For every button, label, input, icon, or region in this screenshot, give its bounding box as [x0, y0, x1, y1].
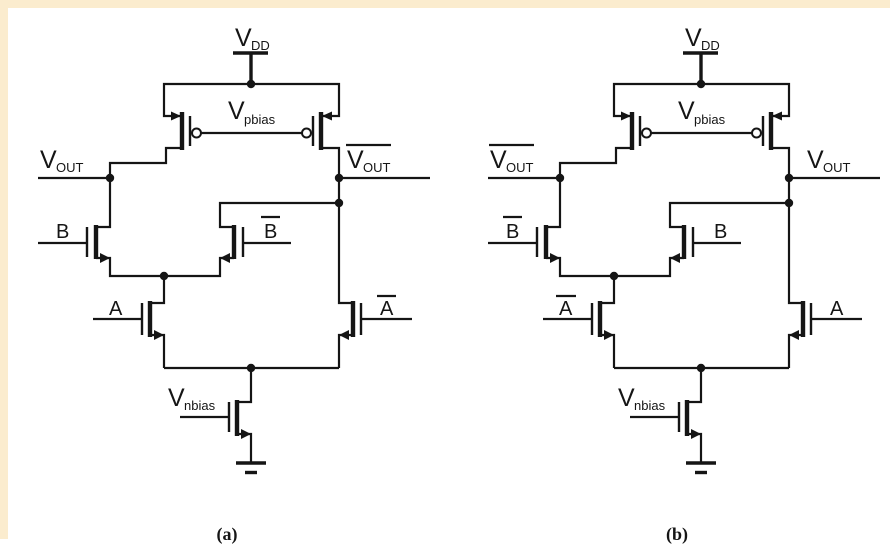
left-output-wire	[488, 146, 632, 229]
junction-dot	[334, 173, 344, 183]
source-arrow	[604, 330, 614, 340]
pmos-bubble	[301, 127, 312, 139]
gate-input-wires	[38, 241, 412, 419]
junction-dot	[246, 79, 256, 89]
nmos-a-left	[140, 301, 164, 340]
pmos-bubble	[641, 127, 652, 139]
label-vdd: V	[235, 24, 252, 52]
label-vnbias-sub: nbias	[184, 398, 216, 413]
label-b-inner: B	[264, 221, 277, 243]
label-vdd-sub: DD	[251, 38, 270, 53]
pmos-bubble	[191, 127, 202, 139]
source-arrow	[339, 330, 349, 340]
tail-drain-wire	[687, 368, 703, 404]
abar-source-wire	[337, 333, 353, 368]
label-b-inner: B	[714, 221, 727, 243]
source-arrow	[670, 253, 680, 263]
source-arrow	[550, 253, 560, 263]
label-a-left: A	[559, 298, 573, 320]
circuit-b: V DD V pbias V OUT V OUT B B A A V nbias…	[488, 24, 880, 545]
nmos-tail	[677, 400, 701, 439]
gate-input-wires	[488, 241, 862, 419]
right-output-wire	[321, 146, 353, 305]
label-vpbias-sub: pbias	[244, 112, 276, 127]
label-out-right: V	[347, 146, 364, 174]
source-arrow	[772, 111, 782, 121]
tail-source-wire	[237, 432, 253, 463]
bbar-drain-wire	[218, 201, 339, 229]
left-output-wire	[38, 146, 182, 229]
pmos-bubble	[751, 127, 762, 139]
label-a-right: A	[380, 298, 394, 320]
a-drain-wire	[600, 276, 616, 305]
label-vdd: V	[685, 24, 702, 52]
nmos-b-inner	[670, 225, 695, 263]
abar-source-wire	[787, 333, 803, 368]
label-out-left-sub: OUT	[56, 160, 84, 175]
pmos-left	[621, 111, 652, 150]
label-vnbias: V	[168, 384, 185, 412]
nmos-tail	[227, 400, 251, 439]
label-out-left: V	[40, 146, 57, 174]
label-vpbias: V	[678, 97, 695, 125]
pmos-left	[171, 111, 202, 150]
source-arrow	[100, 253, 110, 263]
caption-a: (a)	[217, 524, 238, 545]
source-arrow	[154, 330, 164, 340]
junction-dot	[246, 363, 256, 373]
label-vnbias: V	[618, 384, 635, 412]
junction-dot	[784, 198, 794, 208]
label-out-right-sub: OUT	[823, 160, 851, 175]
tail-drain-wire	[237, 368, 253, 404]
frame-top-strip	[0, 0, 890, 8]
bbar-drain-wire	[668, 201, 789, 229]
junction-dot	[696, 79, 706, 89]
circuit-a: V DD V pbias V OUT V OUT B B A A V nbias…	[38, 24, 430, 545]
a-source-wire	[600, 333, 616, 368]
label-b-left: B	[56, 221, 69, 243]
junction-dot	[784, 173, 794, 183]
source-arrow	[171, 111, 181, 121]
a-drain-wire	[150, 276, 166, 305]
source-arrow	[691, 429, 701, 439]
source-arrow	[789, 330, 799, 340]
label-b-left: B	[506, 221, 519, 243]
label-out-left: V	[490, 146, 507, 174]
nmos-b	[85, 225, 110, 263]
label-out-left-sub: OUT	[506, 160, 534, 175]
source-arrow	[621, 111, 631, 121]
label-vpbias-sub: pbias	[694, 112, 726, 127]
junction-dot	[105, 173, 115, 183]
nmos-a-right	[789, 301, 813, 340]
nmos-b-inner	[220, 225, 245, 263]
source-arrow	[241, 429, 251, 439]
junction-dot	[555, 173, 565, 183]
caption-b: (b)	[666, 524, 688, 545]
pmos-right	[301, 111, 332, 150]
right-output-wire	[771, 146, 803, 305]
ground-symbol	[686, 461, 716, 475]
junction-dot	[334, 198, 344, 208]
junction-dot	[696, 363, 706, 373]
label-vpbias: V	[228, 97, 245, 125]
label-a-right: A	[830, 298, 844, 320]
source-arrow	[220, 253, 230, 263]
junction-dot	[159, 271, 169, 281]
nmos-a-left	[590, 301, 614, 340]
tail-source-wire	[687, 432, 703, 463]
junction-dot	[609, 271, 619, 281]
pmos-right	[751, 111, 782, 150]
a-source-wire	[150, 333, 166, 368]
label-a-left: A	[109, 298, 123, 320]
nmos-a-right	[339, 301, 363, 340]
label-out-right-sub: OUT	[363, 160, 391, 175]
label-vnbias-sub: nbias	[634, 398, 666, 413]
source-arrow	[322, 111, 332, 121]
nmos-b	[535, 225, 560, 263]
frame-left-strip	[0, 0, 8, 539]
ground-symbol	[236, 461, 266, 475]
label-out-right: V	[807, 146, 824, 174]
label-vdd-sub: DD	[701, 38, 720, 53]
